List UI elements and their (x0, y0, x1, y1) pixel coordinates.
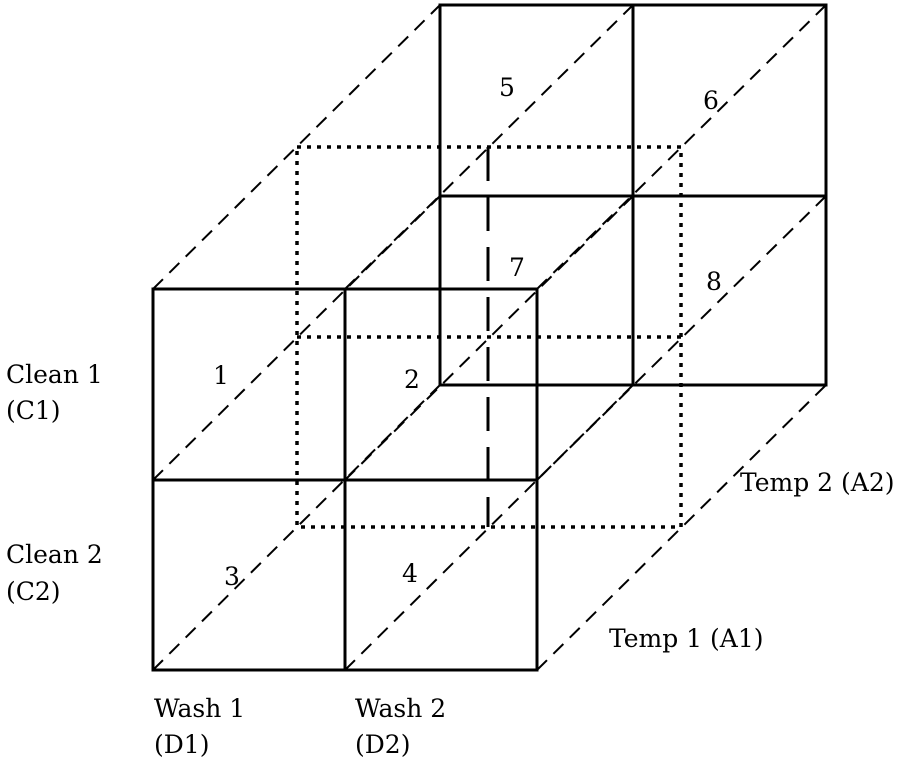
depth-label-temp-2: Temp 2 (A2) (740, 468, 895, 497)
row-code-c1: (C1) (6, 396, 61, 425)
depth-label-temp-1: Temp 1 (A1) (609, 624, 764, 653)
middle-plane-dotted (295, 145, 683, 529)
col-code-d2: (D2) (355, 730, 410, 759)
row-label-clean-2: Clean 2 (6, 540, 103, 569)
cell-8: 8 (706, 267, 722, 296)
cell-2: 2 (404, 365, 420, 394)
row-label-clean-1: Clean 1 (6, 360, 103, 389)
row-code-c2: (C2) (6, 577, 61, 606)
col-label-wash-2: Wash 2 (355, 694, 446, 723)
col-code-d1: (D1) (154, 730, 209, 759)
cell-4: 4 (402, 559, 418, 588)
cell-5: 5 (499, 73, 515, 102)
cell-7: 7 (509, 253, 525, 282)
front-face-grid (151, 287, 539, 672)
cell-1: 1 (213, 361, 229, 390)
col-label-wash-1: Wash 1 (154, 694, 245, 723)
cell-3: 3 (224, 562, 240, 591)
cell-6: 6 (703, 86, 719, 115)
